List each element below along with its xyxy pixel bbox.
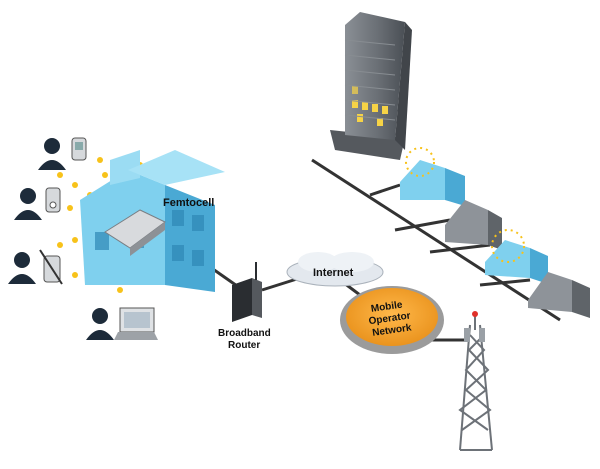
router-icon xyxy=(232,262,262,322)
person-icon xyxy=(38,138,66,170)
laptop-icon xyxy=(114,307,158,340)
broadband-router-label-2: Router xyxy=(228,340,260,351)
person-icon xyxy=(14,188,42,220)
office-building-icon xyxy=(330,12,412,160)
mon-label-1: Mobile xyxy=(370,299,403,314)
cell-phone-icon xyxy=(71,137,87,161)
cell-tower-antennas xyxy=(464,311,485,342)
cell-phone-icon xyxy=(45,187,61,213)
house-icon xyxy=(528,272,590,318)
house-icon xyxy=(400,147,465,206)
femtocell-device xyxy=(104,209,166,256)
broadband-router-label-1: Broadband xyxy=(218,328,271,339)
cell-tower-icon xyxy=(458,324,493,451)
cell-phone-icon xyxy=(39,249,63,285)
internet-label: Internet xyxy=(313,267,354,279)
house-icon xyxy=(80,150,225,292)
person-icon xyxy=(86,308,114,340)
house-icon xyxy=(445,200,502,250)
cloud-icon xyxy=(286,252,384,287)
person-icon xyxy=(8,252,36,284)
house-icon xyxy=(485,229,548,284)
mobile-operator-network-disc xyxy=(340,286,444,354)
mon-label-3: Network xyxy=(372,322,413,338)
femtocell-label: Femtocell xyxy=(163,197,214,209)
